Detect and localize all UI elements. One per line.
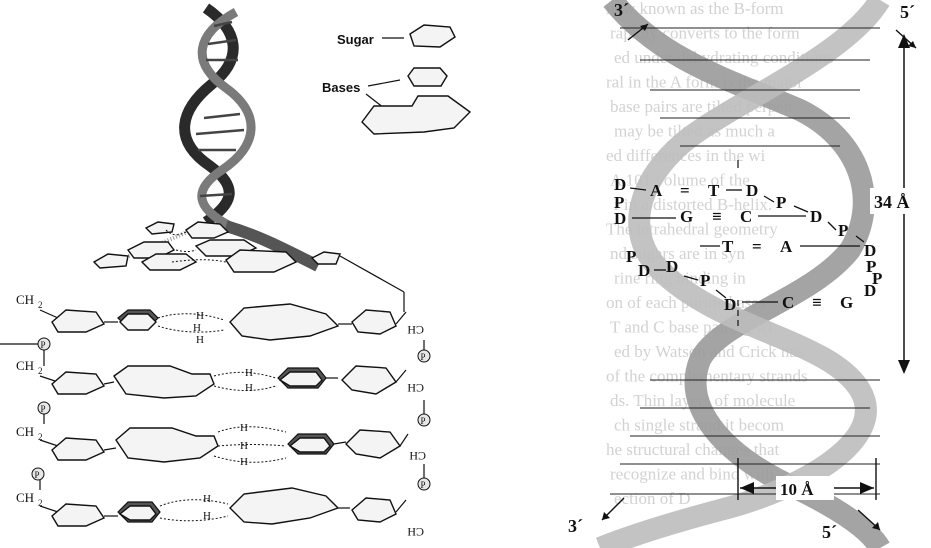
svg-text:H: H xyxy=(240,440,248,452)
end-label-bottom-right: 5´ xyxy=(822,522,837,542)
svg-text:CH: CH xyxy=(407,323,424,337)
svg-text:=: = xyxy=(680,181,690,200)
svg-text:H: H xyxy=(245,382,253,394)
pyrimidine-hexagon-icon xyxy=(408,68,447,86)
svg-text:C: C xyxy=(740,207,752,226)
svg-text:P: P xyxy=(41,340,46,350)
base-pair-row-1: CH 2 H H H CH P P xyxy=(0,292,430,366)
svg-text:P: P xyxy=(421,480,426,490)
svg-text:A: A xyxy=(780,237,793,256)
svg-text:T: T xyxy=(708,181,720,200)
svg-text:2: 2 xyxy=(38,366,43,376)
svg-text:≡: ≡ xyxy=(712,207,722,226)
legend: Sugar Bases xyxy=(322,25,470,134)
svg-text:CH: CH xyxy=(16,424,34,439)
purine-double-ring-icon xyxy=(362,96,470,134)
svg-text:G: G xyxy=(840,293,853,312)
svg-text:P: P xyxy=(776,193,786,212)
svg-text:H: H xyxy=(196,334,204,346)
svg-text:T: T xyxy=(722,237,734,256)
leader-line xyxy=(340,256,404,292)
svg-text:P: P xyxy=(421,352,426,362)
svg-text:D: D xyxy=(810,207,822,226)
svg-text:P: P xyxy=(35,470,40,480)
svg-text:H: H xyxy=(245,367,253,379)
svg-text:CH: CH xyxy=(409,449,426,463)
width-label: 10 Å xyxy=(780,480,814,499)
svg-text:G: G xyxy=(680,207,693,226)
svg-text:D: D xyxy=(614,175,626,194)
ch2-label: CH xyxy=(16,292,34,307)
hydrogen-label: H xyxy=(193,322,201,334)
svg-text:H: H xyxy=(203,510,211,522)
svg-text:≡: ≡ xyxy=(812,293,822,312)
left-panel: Sugar Bases xyxy=(0,8,470,539)
svg-text:P: P xyxy=(626,247,636,266)
svg-text:CH: CH xyxy=(407,381,424,395)
svg-text:H: H xyxy=(203,493,211,505)
svg-text:D: D xyxy=(638,261,650,280)
svg-text:2: 2 xyxy=(38,300,43,310)
svg-text:C: C xyxy=(782,293,794,312)
pitch-label: 34 Å xyxy=(874,192,910,212)
svg-text:D: D xyxy=(614,209,626,228)
base-pair-row-2: CH 2 H H CH P P xyxy=(16,358,430,426)
svg-text:P: P xyxy=(421,416,426,426)
svg-text:CH: CH xyxy=(16,358,34,373)
svg-text:D: D xyxy=(666,257,678,276)
svg-text:D: D xyxy=(746,181,758,200)
svg-text:CH: CH xyxy=(16,490,34,505)
svg-text:P: P xyxy=(41,404,46,414)
base-pair-row-4: CH 2 H H CH xyxy=(16,488,424,539)
background-text-line: ection of D xyxy=(614,489,690,508)
svg-text:P: P xyxy=(838,221,848,240)
end-label-top-left: 3´ xyxy=(614,0,629,20)
svg-text:H: H xyxy=(240,456,248,468)
end-label-top-right: 5´ xyxy=(900,2,915,22)
svg-text:H: H xyxy=(240,422,248,434)
svg-text:P: P xyxy=(700,271,710,290)
sugar-pentagon-icon xyxy=(410,25,455,47)
svg-text:P: P xyxy=(872,269,882,288)
bases-leader-line-1 xyxy=(368,80,400,86)
svg-text:A: A xyxy=(650,181,663,200)
end-label-bottom-left: 3´ xyxy=(568,516,583,536)
sugar-label: Sugar xyxy=(337,32,374,47)
sugar-ring xyxy=(52,310,104,332)
svg-text:CH: CH xyxy=(407,525,424,539)
base-pair-row-3: CH 2 H H H CH P P xyxy=(16,422,430,490)
bases-label: Bases xyxy=(322,80,360,95)
svg-text:=: = xyxy=(752,237,762,256)
svg-text:H: H xyxy=(196,310,204,322)
